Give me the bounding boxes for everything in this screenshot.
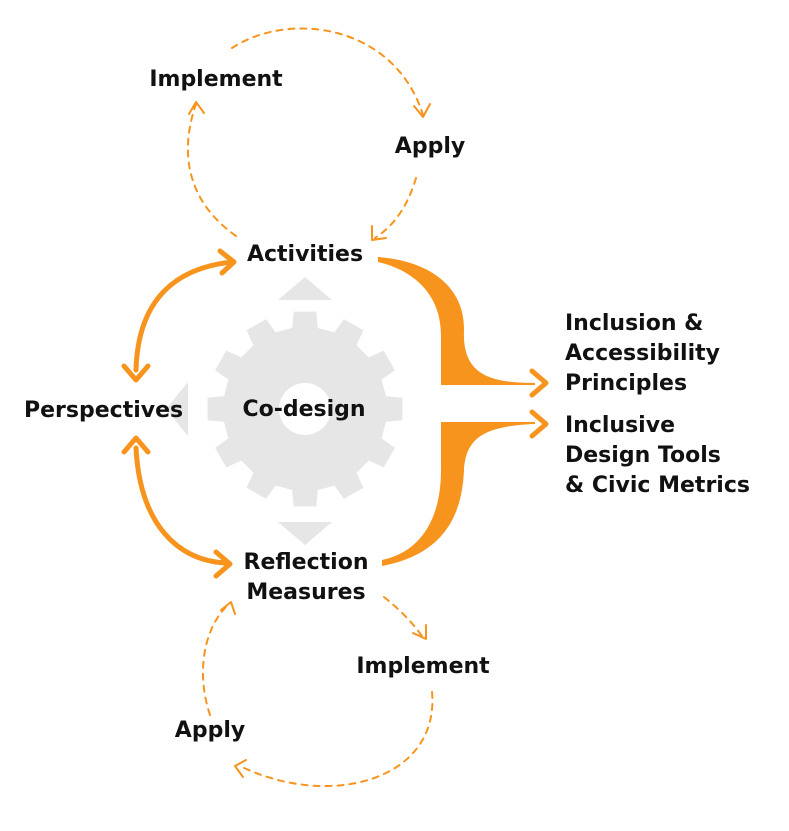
arrow-perspectives-reflection <box>133 445 228 566</box>
arrowhead-perspectives-bottom <box>121 435 151 455</box>
top-implement-label: Implement <box>149 67 283 92</box>
arrowhead-top-implement <box>188 101 205 115</box>
swoosh-lower <box>382 422 535 566</box>
triangle-left-icon <box>166 382 188 436</box>
perspectives-label: Perspectives <box>24 398 184 423</box>
principles-line-3: Principles <box>565 371 688 396</box>
top-dashed-loop <box>186 27 424 239</box>
arrow-activities-perspectives <box>133 259 235 373</box>
bottom-apply-label: Apply <box>174 718 246 743</box>
arrowhead-perspectives-top <box>121 363 151 383</box>
activities-label: Activities <box>246 242 364 267</box>
measures-label: Measures <box>246 580 366 605</box>
tools-line-1: Inclusive <box>565 413 675 438</box>
arrowhead-top-apply <box>413 103 431 118</box>
reflection-label: Reflection <box>243 550 369 575</box>
co-design-label: Co-design <box>242 397 366 422</box>
arrowhead-bottom-apply <box>234 759 247 778</box>
arrowhead-activities <box>217 248 237 276</box>
arrowhead-top-activities <box>371 225 387 241</box>
principles-line-1: Inclusion & <box>565 311 704 336</box>
arrowhead-tools <box>529 409 549 439</box>
triangle-down-icon <box>278 522 332 545</box>
arrowhead-principles <box>529 368 549 398</box>
arrowhead-bottom-reflection <box>220 601 236 615</box>
gear-icon <box>207 311 403 507</box>
arrowhead-reflection <box>213 549 233 579</box>
top-apply-label: Apply <box>394 134 466 159</box>
triangle-up-icon <box>278 277 332 300</box>
bottom-dashed-loop <box>201 596 434 787</box>
bottom-implement-label: Implement <box>356 654 490 679</box>
tools-line-2: Design Tools <box>565 443 721 468</box>
principles-line-2: Accessibility <box>565 341 720 366</box>
tools-line-3: & Civic Metrics <box>565 473 750 498</box>
arrowhead-bottom-implement <box>412 624 427 640</box>
swoosh-upper <box>378 257 535 385</box>
